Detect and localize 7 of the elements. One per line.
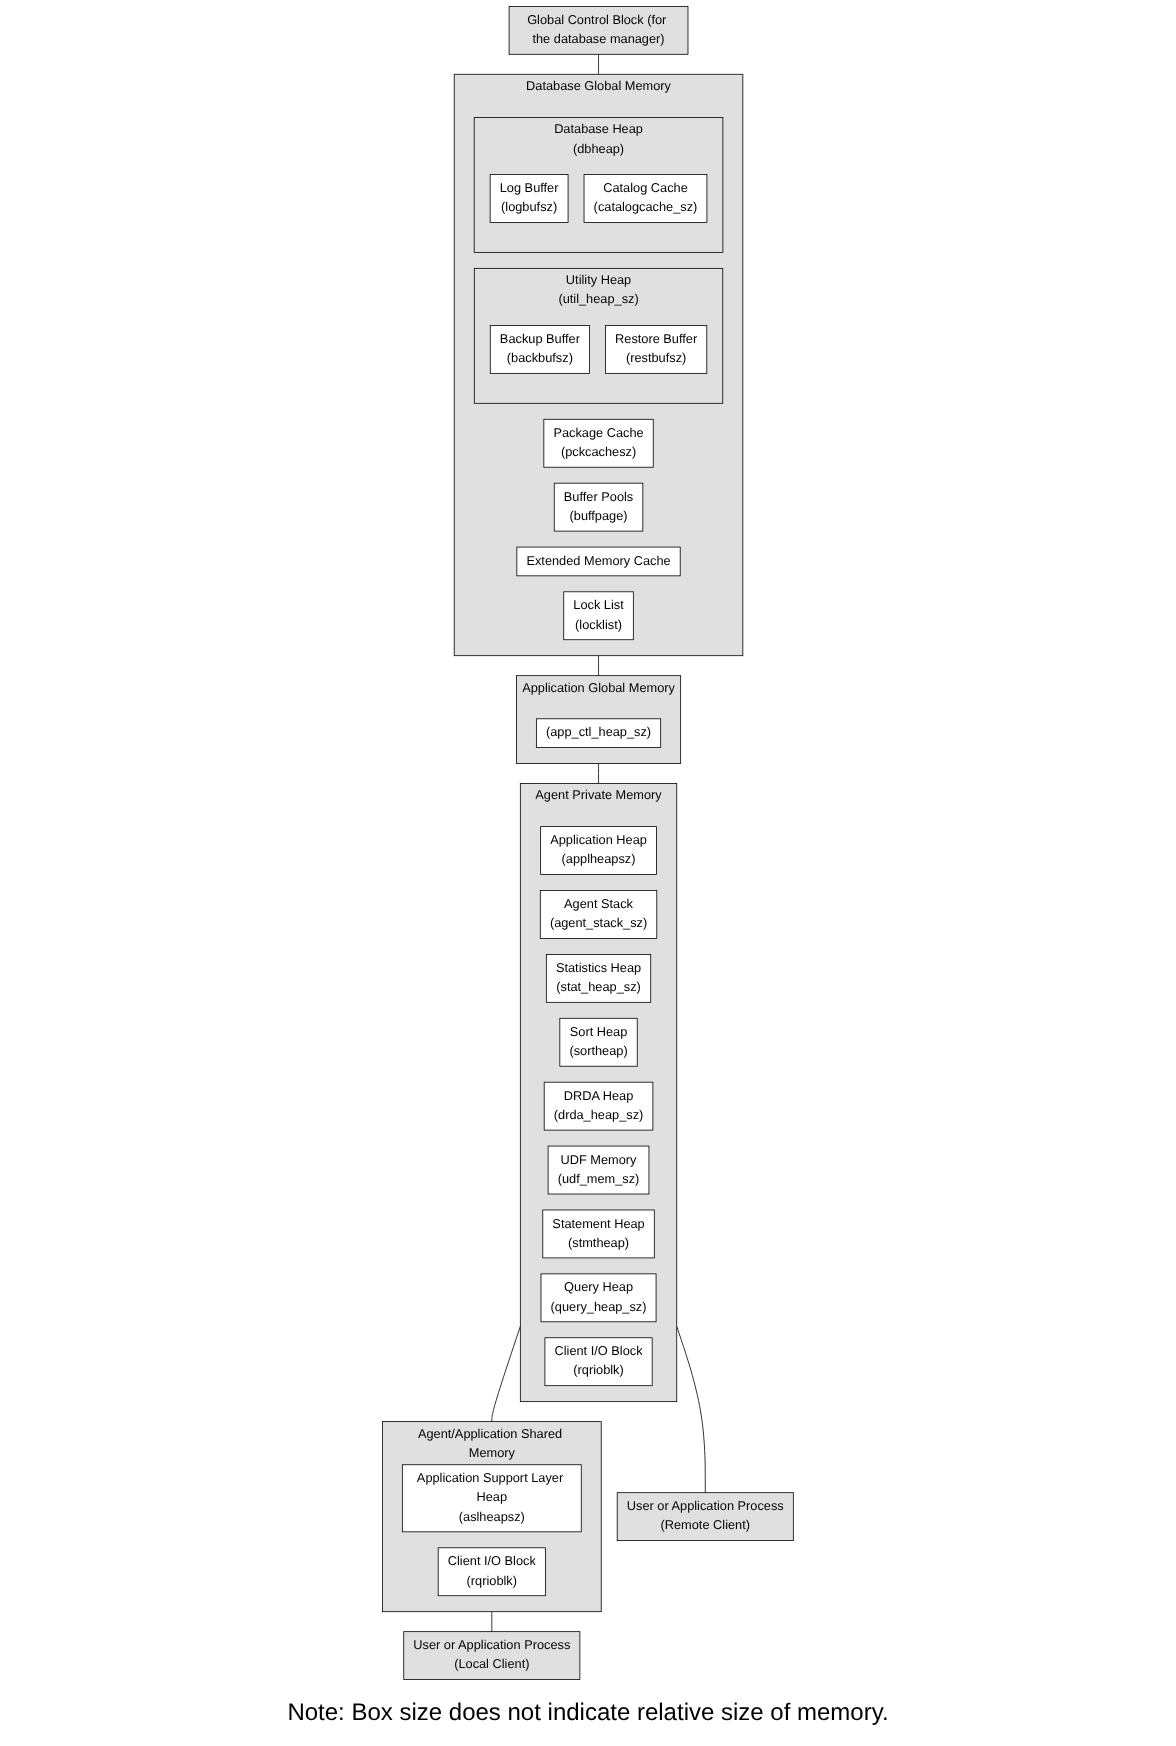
connector	[598, 53, 600, 75]
connector	[491, 1611, 493, 1633]
connector	[598, 763, 600, 784]
connector	[676, 1325, 706, 1494]
note-text: Note: Box size does not indicate relative size of memory.	[285, 1698, 891, 1726]
connector	[491, 1325, 521, 1422]
connector	[598, 655, 600, 677]
